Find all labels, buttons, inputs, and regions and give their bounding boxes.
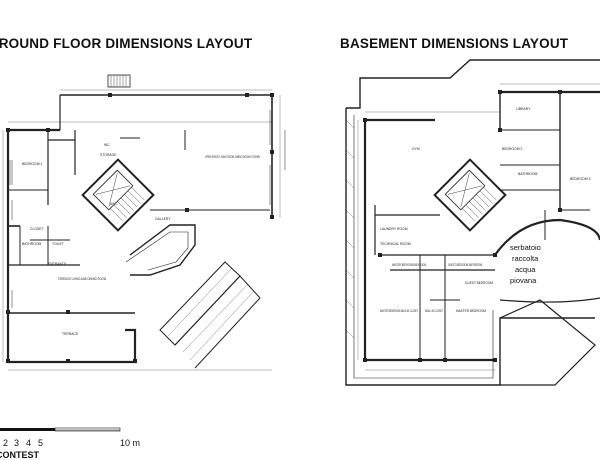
gf-toilet-label: TOILET [52,242,64,246]
scale-label-end: 10 m [120,438,141,448]
bs-master-bath-label: MASTER BEDROOM BATHROOM [392,263,426,267]
scale-label-2: 2 [3,438,9,448]
scale-label-5: 5 [38,438,44,448]
bs-master-walk-label: MASTER BEDROOM WALK-IN CLOSET [380,309,418,313]
gf-asc-label: ASC. [110,202,118,206]
scale-bar [0,427,121,432]
scale-label-3: 3 [14,438,20,448]
gf-bedroom-label: BEDROOM 1 [22,162,42,166]
bs-master-bed-label: MASTER BEDROOM [456,309,486,313]
gf-wc-label: WC [104,143,110,147]
bs-bathroom-label: BATHROOM [518,172,538,176]
bs-technical-label: TECHNICAL ROOM [380,242,411,246]
bs-laundry-label: LAUNDRY ROOM [380,227,408,231]
tank-line-1: serbatoio [510,243,541,252]
bs-library-label: LIBRARY [516,107,531,111]
ground-floor-plan [2,74,286,371]
gf-gallery-label: GALLERY [155,217,171,221]
ground-stair-core [81,158,155,232]
basement-plan [345,59,600,386]
scale-label-4: 4 [26,438,32,448]
bs-guest-label: GUEST BEDROOM [465,281,493,285]
gf-storage-label: STORAGE [100,153,117,157]
ground-floor-title: GROUND FLOOR DIMENSIONS LAYOUT [0,36,253,51]
tank-line-4: piovana [510,276,537,285]
gf-terrace-label: TERRACE [62,332,79,336]
gf-closet-label: CLOSET [30,227,44,231]
footer-text: CONTEST [0,450,40,460]
gf-bathroom-label: BATHROOM [22,242,42,246]
tank-line-3: acqua [515,265,536,274]
bs-bedroom2-label: BEDROOM 2 [502,147,522,151]
gf-terrace-living-label: TERRACE LIVING AND DINING ROOM [58,277,106,281]
gf-open-space-label: OPEN SPACE LIVING ROOM DINING ROOM KITCH… [205,155,260,159]
bs-guest-bath-label: GUEST BEDROOM BATHROOM [448,263,482,267]
bs-bedroom3-label: BEDROOM 3 [570,177,590,181]
bs-walk-in-label: WALK-IN CLOSET [425,309,443,313]
bs-gym-label: GYM [412,147,420,151]
tank-line-2: raccolta [512,254,539,263]
gf-entrance-label: ENTRANCE [48,262,67,266]
top-steps [107,74,131,88]
basement-title: BASEMENT DIMENSIONS LAYOUT [340,36,569,51]
basement-stair-core [433,158,507,232]
